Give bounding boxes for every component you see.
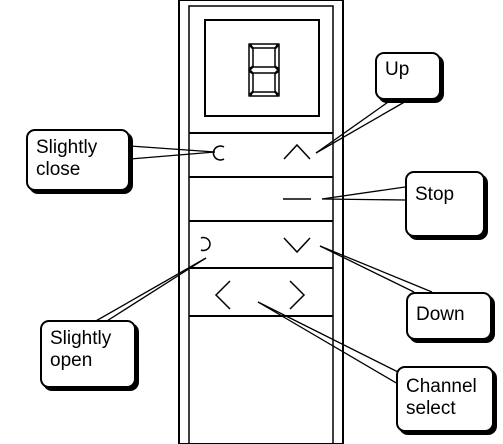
slightly-open-button[interactable]	[190, 222, 260, 267]
callout-up-label: Up	[385, 59, 410, 80]
chevron-left-icon	[214, 280, 231, 310]
callout-slightly-close: Slightly close	[26, 129, 130, 191]
stop-button[interactable]	[190, 178, 332, 220]
callout-slightly-open: Slightly open	[40, 320, 136, 388]
callout-stop: Stop	[405, 171, 485, 237]
callout-down-label: Down	[416, 304, 465, 325]
channel-next-button[interactable]	[262, 269, 332, 315]
up-button[interactable]	[262, 134, 332, 176]
callout-stop-label: Stop	[415, 184, 455, 205]
callout-slightly-open-line1: Slightly	[50, 328, 112, 349]
display-digit-seven-segment	[248, 43, 280, 97]
callout-slightly-close-line1: Slightly	[36, 137, 98, 158]
channel-prev-button[interactable]	[190, 269, 260, 315]
display-window	[204, 19, 320, 117]
circle-outline-icon	[200, 236, 211, 252]
remote-inner-shell	[188, 5, 334, 444]
callout-channel-select-line1: Channel	[406, 376, 477, 397]
callout-slightly-open-line2: open	[50, 350, 93, 371]
down-button[interactable]	[262, 222, 332, 267]
callout-channel-select-line2: select	[406, 398, 456, 419]
chevron-up-icon	[283, 143, 311, 160]
callout-down: Down	[406, 292, 492, 340]
slightly-close-button[interactable]	[190, 134, 260, 176]
remote-outer-shell	[178, 0, 344, 444]
callout-channel-select: Channel select	[396, 366, 494, 432]
callout-up: Up	[375, 52, 441, 100]
chevron-down-icon	[283, 237, 311, 254]
callout-slightly-close-line2: close	[36, 159, 81, 180]
